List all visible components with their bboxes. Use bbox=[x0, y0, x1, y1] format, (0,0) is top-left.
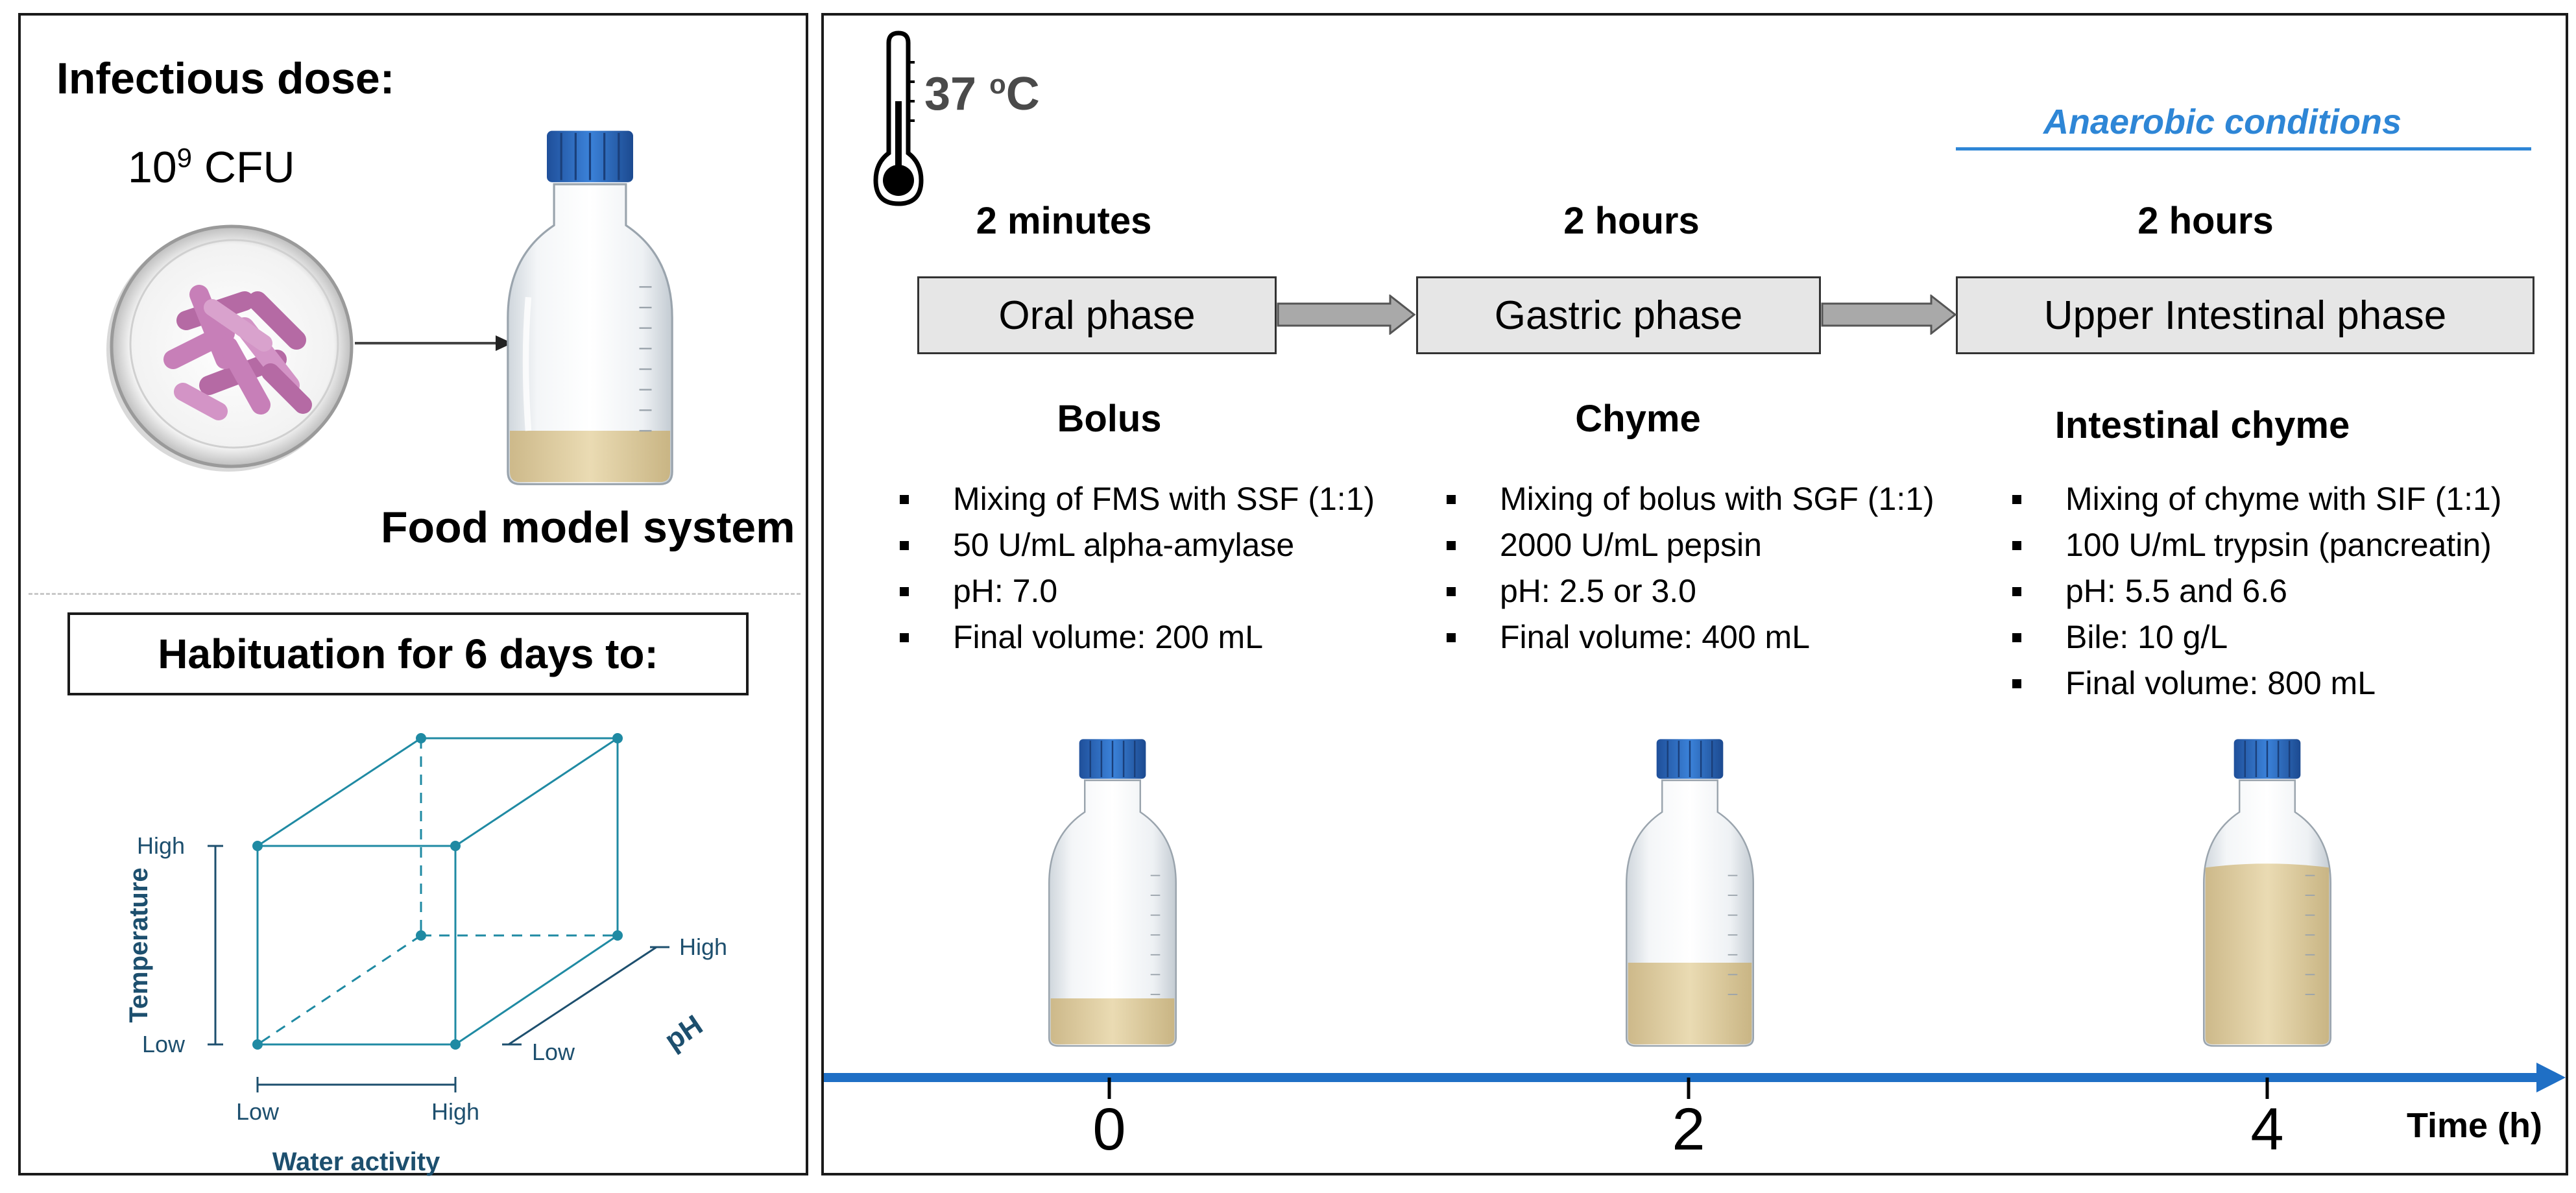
habituation-title: Habituation for 6 days to: bbox=[67, 612, 749, 695]
intestinal-chyme-heading: Intestinal chyme bbox=[2054, 404, 2350, 446]
anaerobic-conditions-line bbox=[1956, 147, 2531, 151]
water-activity-axis-label: Water activity bbox=[272, 1148, 440, 1176]
water-activity-low-label: Low bbox=[236, 1098, 280, 1125]
bacteria-dish-icon bbox=[106, 224, 354, 472]
temperature-value: 37 bbox=[924, 68, 990, 120]
ph-high-label: High bbox=[679, 934, 727, 960]
bolus-bottle-icon bbox=[1048, 739, 1177, 1047]
intestinal-phase-conditions: Mixing of chyme with SIF (1:1) 100 U/mL … bbox=[2012, 476, 2501, 706]
temperature-unit: C bbox=[1005, 68, 1040, 120]
list-item: Final volume: 800 mL bbox=[2012, 660, 2501, 706]
dish-to-bottle-arrow bbox=[355, 335, 512, 351]
cfu-base: 10 bbox=[128, 143, 177, 192]
list-item: 2000 U/mL pepsin bbox=[1447, 522, 1934, 568]
list-item: Bile: 10 g/L bbox=[2012, 614, 2501, 660]
temperature-readout: 37 oC bbox=[924, 67, 1040, 121]
intestinal-phase-duration: 2 hours bbox=[2137, 200, 2274, 242]
timeline-tick-0: 0 bbox=[1092, 1096, 1126, 1163]
water-activity-high-label: High bbox=[431, 1098, 479, 1125]
list-item: Mixing of chyme with SIF (1:1) bbox=[2012, 476, 2501, 522]
cfu-dose: 109 CFU bbox=[128, 142, 295, 193]
habituation-cube-diagram: High Low Temperature Low High Water acti… bbox=[125, 733, 727, 1176]
list-item: pH: 5.5 and 6.6 bbox=[2012, 568, 2501, 614]
list-item: 50 U/mL alpha-amylase bbox=[900, 522, 1375, 568]
infectious-dose-title: Infectious dose: bbox=[56, 54, 395, 103]
temperature-low-label: Low bbox=[142, 1031, 186, 1057]
ph-axis-label: pH bbox=[659, 1009, 708, 1056]
list-item: pH: 2.5 or 3.0 bbox=[1447, 568, 1934, 614]
gastric-phase-conditions: Mixing of bolus with SGF (1:1) 2000 U/mL… bbox=[1447, 476, 1934, 660]
chyme-bottle-icon bbox=[1626, 739, 1754, 1047]
chyme-heading: Chyme bbox=[1575, 398, 1701, 440]
temperature-high-label: High bbox=[137, 832, 185, 859]
ph-low-label: Low bbox=[532, 1039, 575, 1065]
oral-to-gastric-arrow bbox=[1277, 295, 1416, 335]
temperature-axis-label: Temperature bbox=[125, 867, 153, 1022]
list-item: Mixing of bolus with SGF (1:1) bbox=[1447, 476, 1934, 522]
list-item: pH: 7.0 bbox=[900, 568, 1375, 614]
intestinal-chyme-bottle-icon bbox=[2203, 739, 2331, 1047]
timeline-tick-4: 4 bbox=[2250, 1096, 2284, 1163]
list-item: Final volume: 400 mL bbox=[1447, 614, 1934, 660]
list-item: 100 U/mL trypsin (pancreatin) bbox=[2012, 522, 2501, 568]
food-model-label: Food model system bbox=[381, 503, 795, 552]
intestinal-phase-box: Upper Intestinal phase bbox=[1956, 276, 2534, 354]
temperature-degree: o bbox=[989, 69, 1006, 99]
bolus-heading: Bolus bbox=[1057, 398, 1162, 440]
oral-phase-conditions: Mixing of FMS with SSF (1:1) 50 U/mL alp… bbox=[900, 476, 1375, 660]
food-model-bottle-icon bbox=[507, 130, 673, 485]
anaerobic-conditions-label: Anaerobic conditions bbox=[2043, 102, 2402, 141]
timeline-axis-label: Time (h) bbox=[2407, 1106, 2543, 1145]
left-panel-divider bbox=[29, 593, 800, 595]
gastric-phase-box: Gastric phase bbox=[1416, 276, 1821, 354]
timeline-axis bbox=[824, 1063, 2566, 1099]
right-panel: 37 oC Anaerobic conditions 2 minutes 2 h… bbox=[821, 13, 2568, 1175]
gastric-to-intestinal-arrow bbox=[1821, 295, 1957, 335]
gastric-phase-duration: 2 hours bbox=[1563, 200, 1700, 242]
list-item: Mixing of FMS with SSF (1:1) bbox=[900, 476, 1375, 522]
oral-phase-duration: 2 minutes bbox=[976, 200, 1152, 242]
timeline-tick-2: 2 bbox=[1672, 1096, 1705, 1163]
cfu-exponent: 9 bbox=[176, 142, 192, 173]
list-item: Final volume: 200 mL bbox=[900, 614, 1375, 660]
thermometer-icon bbox=[873, 30, 924, 206]
left-panel: Infectious dose: 109 CFU bbox=[18, 13, 808, 1176]
cfu-unit: CFU bbox=[192, 143, 295, 192]
oral-phase-box: Oral phase bbox=[917, 276, 1277, 354]
